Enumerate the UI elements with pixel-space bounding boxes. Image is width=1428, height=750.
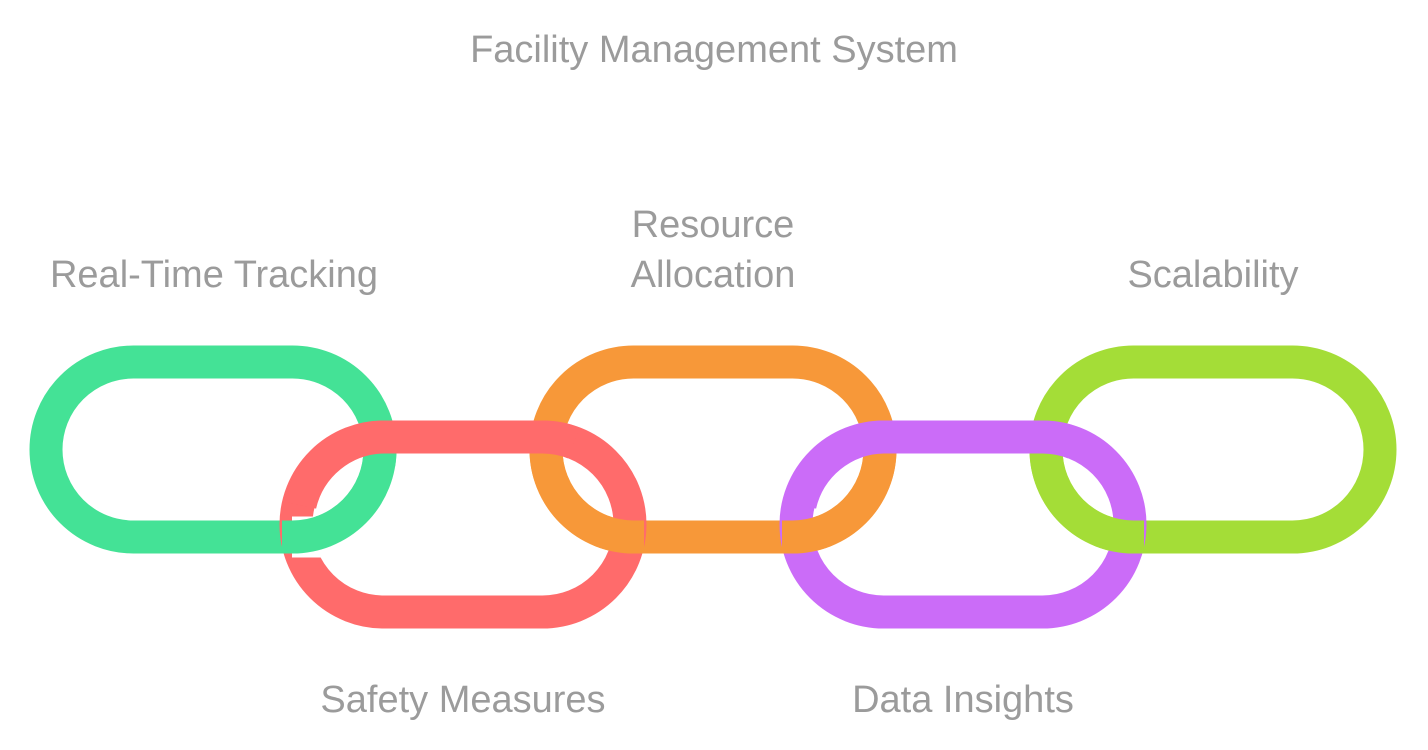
interlock-red-top-right <box>520 420 581 459</box>
label-safety-measures: Safety Measures <box>320 679 606 721</box>
label-real-time-tracking: Real-Time Tracking <box>49 254 378 296</box>
label-resource-allocation: Resource Allocation <box>560 200 866 300</box>
interlock-orange-segment-right <box>782 448 897 554</box>
label-resource-allocation-line2: Allocation <box>630 254 796 296</box>
label-scalability: Scalability <box>1127 254 1299 296</box>
interlock-green-segment <box>282 448 397 554</box>
interlock-red-top-left <box>283 420 400 510</box>
diagram-title: Facility Management System <box>470 29 958 71</box>
interlock-purple-top-right <box>1020 420 1081 459</box>
interlock-orange-segment-left <box>529 448 644 554</box>
label-resource-allocation-line1: Resource <box>631 204 795 246</box>
interlock-lime-segment <box>1029 448 1144 554</box>
label-data-insights: Data Insights <box>852 679 1074 721</box>
interlock-purple-top-left <box>783 420 900 510</box>
